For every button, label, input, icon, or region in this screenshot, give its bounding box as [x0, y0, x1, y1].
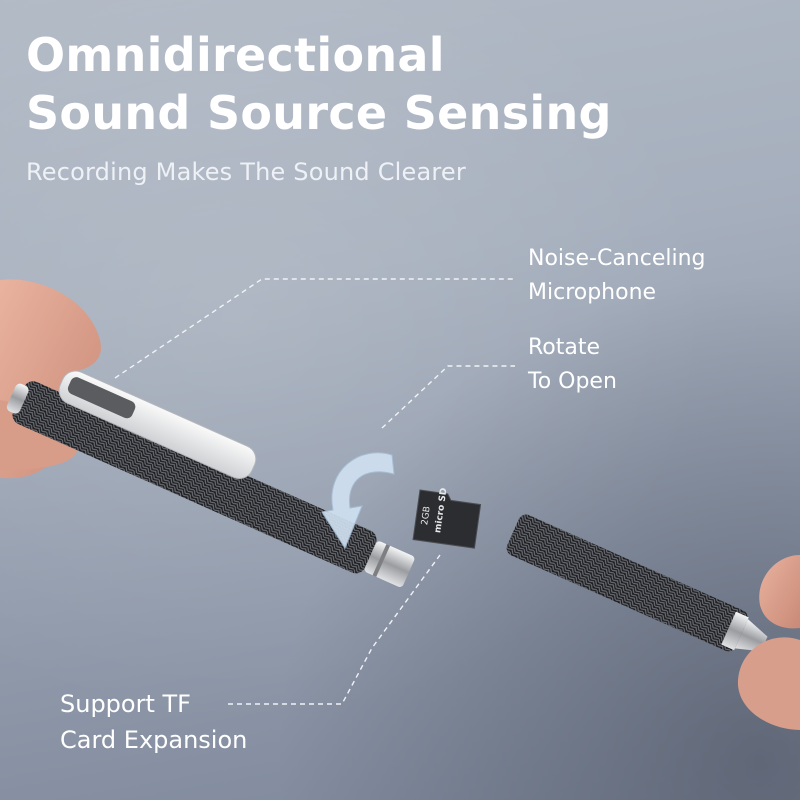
- leader-line-tf-card: [228, 554, 441, 705]
- page-subtitle: Recording Makes The Sound Clearer: [26, 158, 466, 186]
- title-line-2: Sound Source Sensing: [26, 86, 612, 140]
- callout-microphone: Noise-Canceling Microphone: [528, 242, 706, 310]
- leader-line-microphone: [114, 278, 515, 379]
- page-title: Omnidirectional Sound Source Sensing: [26, 26, 612, 142]
- callout-tf-card: Support TF Card Expansion: [60, 686, 247, 758]
- callout-rotate-line-1: Rotate: [528, 335, 601, 360]
- leader-line-rotate: [381, 365, 515, 429]
- micro-sd-card: 2GB micro SD: [412, 487, 482, 549]
- callout-tf-card-line-2: Card Expansion: [60, 726, 248, 754]
- right-hand: [737, 555, 800, 730]
- leader-lines: [114, 278, 515, 705]
- callout-rotate: Rotate To Open: [528, 331, 617, 399]
- pen-clip: [58, 370, 257, 480]
- callout-rotate-line-2: To Open: [528, 369, 617, 394]
- callout-microphone-line-1: Noise-Canceling: [528, 246, 706, 271]
- card-capacity: 2GB: [420, 506, 433, 526]
- pen-cap: [506, 514, 768, 652]
- callout-tf-card-line-1: Support TF: [60, 690, 191, 718]
- rotate-arrow-icon: [321, 452, 395, 550]
- title-line-1: Omnidirectional: [26, 28, 445, 82]
- callout-microphone-line-2: Microphone: [528, 280, 657, 305]
- pen-body: [6, 381, 415, 587]
